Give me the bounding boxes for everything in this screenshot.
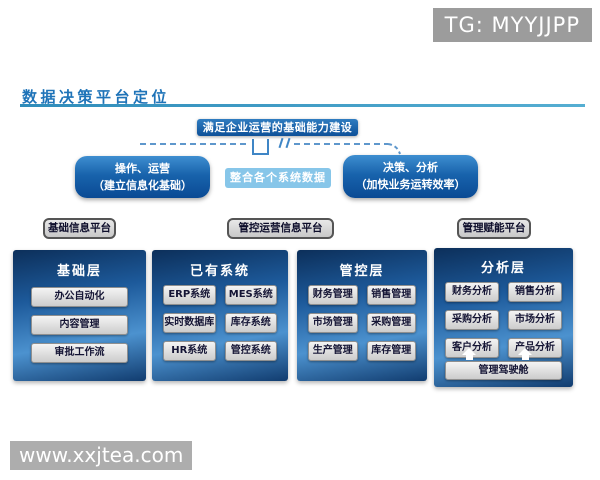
up-arrow-icon (518, 348, 532, 360)
panel-item: ERP系统 (163, 285, 216, 305)
flow-left-box-line2: （建立信息化基础） (93, 179, 192, 192)
flow-right-box-line2: （加快业务运转效率） (355, 178, 466, 191)
flow-top-box: 满足企业运营的基础能力建设 (197, 119, 358, 136)
flow-right-box-line1: 决策、分析 (383, 161, 438, 174)
panel-existing-systems: 已有系统 ERP系统 MES系统 实时数据库 库存系统 HR系统 管控系统 (152, 250, 288, 381)
panel-header: 管控层 (339, 264, 385, 279)
page-title: 数据决策平台定位 (22, 88, 171, 106)
platform-label-control-ops: 管控运营信息平台 (227, 218, 334, 239)
up-arrow-icon (462, 348, 476, 360)
connector-tick-icon (285, 137, 291, 149)
panel-item: MES系统 (224, 285, 277, 305)
panel-item: 市场分析 (508, 310, 562, 330)
platform-label-basic-info: 基础信息平台 (43, 218, 116, 239)
panel-analysis-layer: 分析层 财务分析 销售分析 采购分析 市场分析 客户分析 产品分析 管理驾驶舱 (434, 248, 573, 387)
title-underline (20, 104, 585, 107)
panel-item: 销售分析 (508, 282, 562, 302)
panel-item: HR系统 (163, 341, 216, 361)
panel-header: 基础层 (56, 264, 102, 279)
connector-bracket-icon (252, 139, 269, 155)
dashed-connector-right (294, 143, 388, 145)
panel-item: 实时数据库 (163, 313, 216, 333)
dashed-connector-left (140, 143, 248, 145)
panel-item: 库存管理 (366, 341, 416, 361)
panel-item: 财务分析 (445, 282, 499, 302)
panel-item: 审批工作流 (30, 343, 129, 363)
panel-item: 采购管理 (366, 313, 416, 333)
panel-item: 生产管理 (308, 341, 358, 361)
panel-item: 内容管理 (30, 315, 129, 335)
connector-tick-icon (278, 137, 284, 149)
flow-left-box: 操作、运营 （建立信息化基础） (75, 156, 210, 198)
connector-curve-icon (387, 143, 401, 155)
panel-header: 分析层 (480, 261, 526, 276)
panel-item: 管控系统 (224, 341, 277, 361)
panel-header: 已有系统 (189, 264, 250, 279)
flow-left-box-line1: 操作、运营 (115, 162, 170, 175)
panel-item-management-cockpit: 管理驾驶舱 (445, 361, 562, 380)
platform-label-mgmt-enable: 管理赋能平台 (457, 218, 531, 239)
panel-item: 库存系统 (224, 313, 277, 333)
tg-watermark-badge: TG: MYYJJPP (432, 8, 592, 42)
panel-foundation-layer: 基础层 办公自动化 内容管理 审批工作流 (13, 250, 146, 381)
panel-item: 销售管理 (366, 285, 416, 305)
panel-item: 市场管理 (308, 313, 358, 333)
panel-item: 办公自动化 (30, 287, 129, 307)
flow-right-box: 决策、分析 （加快业务运转效率） (343, 155, 478, 198)
flow-center-box: 整合各个系统数据 (225, 168, 331, 188)
panel-item: 产品分析 (508, 338, 562, 358)
panel-control-layer: 管控层 财务管理 销售管理 市场管理 采购管理 生产管理 库存管理 (297, 250, 427, 381)
panel-item: 采购分析 (445, 310, 499, 330)
site-watermark: www.xxjtea.com (10, 441, 193, 470)
panel-item: 财务管理 (308, 285, 358, 305)
